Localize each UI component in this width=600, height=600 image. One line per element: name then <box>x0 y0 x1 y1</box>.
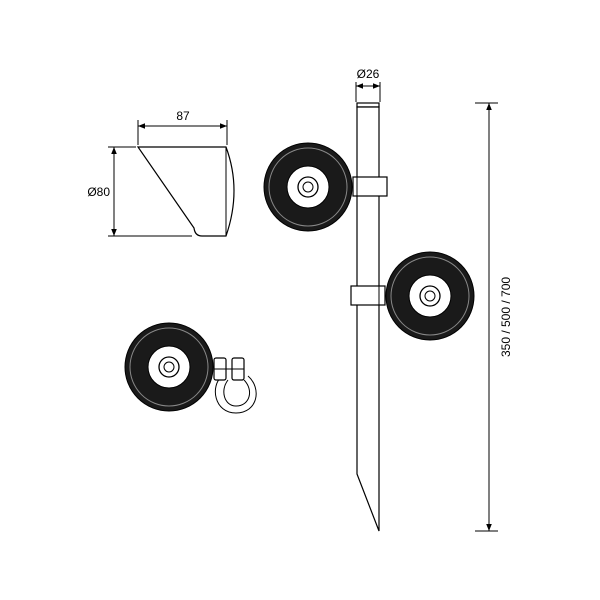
lamp-head-rim <box>129 327 209 407</box>
lower-lamp-head-rim <box>390 256 470 336</box>
lower-clamp <box>350 285 386 306</box>
side-view: 87 Ø80 <box>87 109 235 237</box>
length-dimension-label: 350 / 500 / 700 <box>499 277 513 357</box>
height-dimension-label: Ø80 <box>87 185 110 199</box>
pole-assembly: Ø26 350 / 500 / 700 <box>263 67 513 532</box>
upper-lamp-lens-ring <box>297 176 319 198</box>
pole-diameter-label: Ø26 <box>357 67 380 81</box>
lower-lamp-lens <box>408 274 452 318</box>
lamp-lens-ring <box>158 356 180 378</box>
lamp-lens-center <box>163 361 175 373</box>
clamp-ring-inner <box>223 379 251 407</box>
upper-lamp-lens <box>286 165 330 209</box>
upper-clamp <box>352 176 388 197</box>
side-view-housing <box>136 146 235 237</box>
upper-lamp-head-rim <box>268 147 348 227</box>
clamp-ring <box>214 375 257 414</box>
front-view-with-clamp <box>124 322 257 414</box>
upper-lamp-lens-center <box>302 181 314 193</box>
lamp-lens <box>147 345 191 389</box>
width-dimension-label: 87 <box>176 109 190 123</box>
pole-body <box>356 106 380 532</box>
lower-lamp-lens-ring <box>419 285 441 307</box>
lower-lamp-lens-center <box>424 290 436 302</box>
